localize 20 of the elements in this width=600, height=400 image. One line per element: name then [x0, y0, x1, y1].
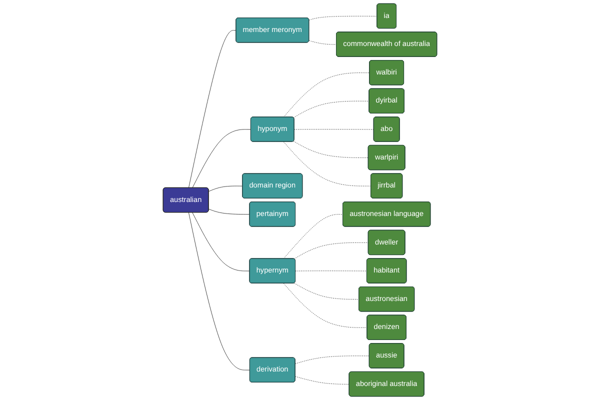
connector [293, 100, 370, 118]
connector [294, 242, 369, 260]
connector [295, 356, 370, 364]
connector [308, 16, 378, 20]
connector [283, 283, 368, 328]
connector [294, 282, 360, 300]
connector [192, 129, 252, 188]
connector [283, 72, 370, 118]
connector [295, 270, 368, 272]
connector [308, 40, 337, 45]
connector [293, 141, 369, 158]
connector [188, 30, 236, 188]
connector [192, 212, 250, 272]
connector [294, 129, 374, 130]
connector [188, 212, 250, 370]
connector [283, 214, 344, 259]
connector [208, 208, 250, 215]
connector [283, 142, 372, 186]
connector [295, 376, 350, 384]
connector [208, 186, 243, 192]
